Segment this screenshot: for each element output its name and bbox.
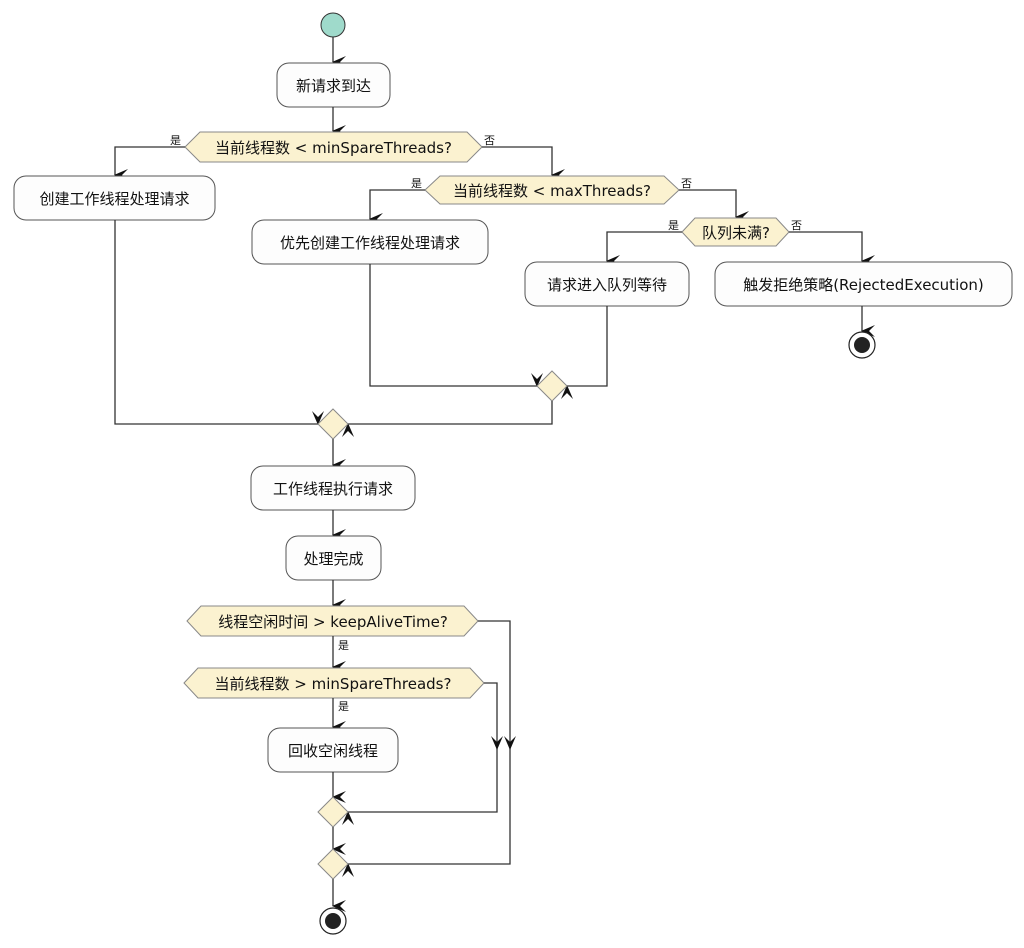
edge-label-yes-2: 是 [411, 177, 422, 190]
decision-lt-min-spare-label: 当前线程数 < minSpareThreads? [215, 139, 452, 157]
edge-yes-to-prefer-create [369, 189, 425, 225]
start-node [320, 12, 346, 38]
edge-prefer-create-to-merge1 [369, 264, 543, 387]
merge-node-1 [536, 370, 568, 402]
edge-no-to-queue-check [679, 189, 749, 223]
edge-enqueue-to-merge1 [561, 306, 608, 399]
decision-idle-gt-keepalive-label: 线程空闲时间 > keepAliveTime? [218, 613, 448, 631]
edge-label-yes-3: 是 [668, 219, 679, 232]
arrowhead-min-spare-no [491, 736, 503, 750]
action-reject-label: 触发拒绝策略(RejectedExecution) [743, 276, 984, 294]
action-worker-execute-label: 工作线程执行请求 [273, 480, 393, 498]
action-recycle-label: 回收空闲线程 [288, 742, 378, 760]
edge-no-to-reject [789, 231, 875, 267]
action-reject [714, 261, 1013, 307]
edge-yes-to-create-worker [114, 146, 185, 181]
edge-no-to-lt-max [482, 146, 565, 181]
edge-label-no-3: 否 [791, 219, 802, 232]
edge-label-yes-4: 是 [338, 639, 349, 652]
arrowhead-idle-no [504, 736, 516, 750]
action-prefer-create-worker-label: 优先创建工作线程处理请求 [280, 234, 460, 252]
action-create-worker-label: 创建工作线程处理请求 [39, 190, 189, 208]
edge-merge1-to-merge2 [342, 401, 553, 437]
edge-label-yes-1: 是 [170, 134, 181, 147]
action-new-request-label: 新请求到达 [296, 77, 371, 95]
end-node-reject-inner [854, 337, 870, 353]
action-enqueue-label: 请求进入队列等待 [547, 276, 667, 294]
edge-label-no-1: 否 [484, 134, 495, 147]
decision-lt-max-label: 当前线程数 < maxThreads? [453, 182, 651, 200]
merge-node-3 [317, 796, 349, 828]
merge-node-4 [317, 848, 349, 880]
end-node-inner [325, 913, 341, 929]
edge-yes-to-enqueue [606, 231, 682, 267]
edge-label-yes-5: 是 [338, 700, 349, 713]
decision-queue-not-full-label: 队列未满? [702, 224, 770, 242]
action-done-label: 处理完成 [303, 550, 363, 568]
decision-gt-min-spare-label: 当前线程数 > minSpareThreads? [215, 675, 452, 693]
edge-create-worker-to-merge2 [114, 220, 324, 425]
merge-node-2 [317, 408, 349, 440]
edge-label-no-2: 否 [681, 177, 692, 190]
